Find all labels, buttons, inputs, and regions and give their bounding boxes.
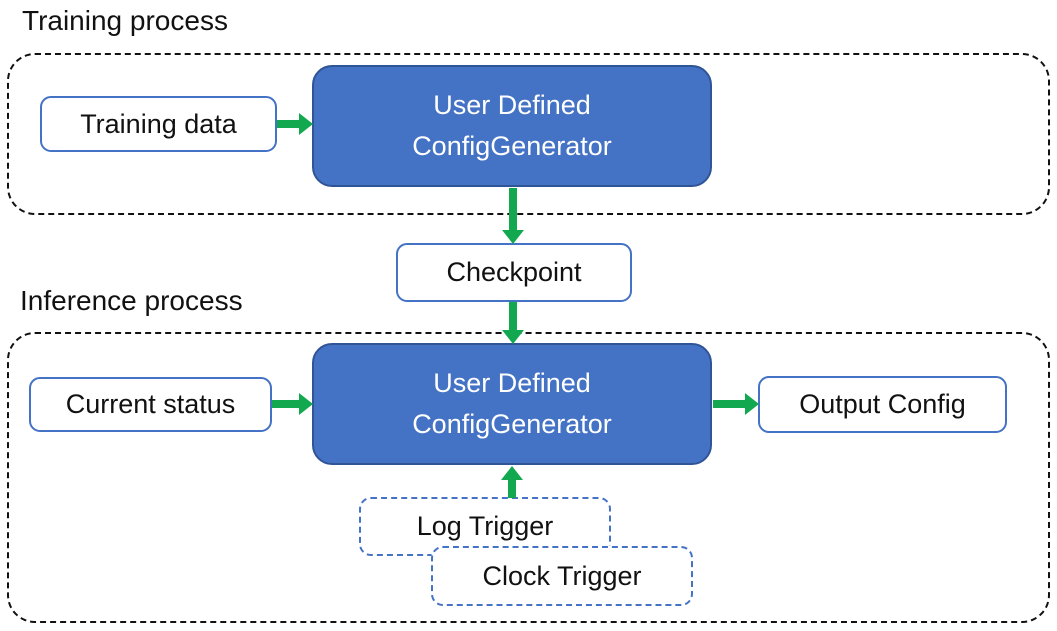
checkpoint-box: Checkpoint xyxy=(396,243,632,302)
training-generator-line1: User Defined xyxy=(433,90,591,120)
training-container xyxy=(7,53,1050,215)
arrow-shaft xyxy=(272,400,300,408)
inference-process-label: Inference process xyxy=(20,285,243,316)
arrow-head-icon xyxy=(745,393,759,415)
arrow-shaft xyxy=(508,478,516,498)
arrow-generator-to-checkpoint xyxy=(502,188,524,244)
arrow-head-icon xyxy=(299,393,313,415)
training-generator-line2: ConfigGenerator xyxy=(412,131,612,161)
arrow-head-icon xyxy=(501,466,523,480)
arrow-training-data-to-generator xyxy=(277,113,313,135)
arrow-generator-to-output-config xyxy=(713,393,759,415)
arrow-shaft xyxy=(713,400,746,408)
inference-generator-line1: User Defined xyxy=(433,368,591,398)
arrow-head-icon xyxy=(502,330,524,344)
training-process-label: Training process xyxy=(22,5,228,36)
clock-trigger-box: Clock Trigger xyxy=(431,546,693,606)
arrow-head-icon xyxy=(502,230,524,244)
arrow-current-status-to-generator xyxy=(272,393,313,415)
output-config-box: Output Config xyxy=(758,376,1007,433)
arrow-head-icon xyxy=(299,113,313,135)
inference-generator-line2: ConfigGenerator xyxy=(412,409,612,439)
current-status-box: Current status xyxy=(29,377,272,432)
arrow-shaft xyxy=(509,302,517,332)
inference-generator-box: User Defined ConfigGenerator xyxy=(312,343,712,465)
arrow-shaft xyxy=(277,120,300,128)
training-data-box: Training data xyxy=(40,96,277,152)
inference-container xyxy=(7,332,1050,623)
arrow-shaft xyxy=(509,188,517,232)
arrow-checkpoint-to-inference-generator xyxy=(502,302,524,344)
training-generator-box: User Defined ConfigGenerator xyxy=(312,65,712,187)
arrow-triggers-to-generator xyxy=(501,466,523,498)
